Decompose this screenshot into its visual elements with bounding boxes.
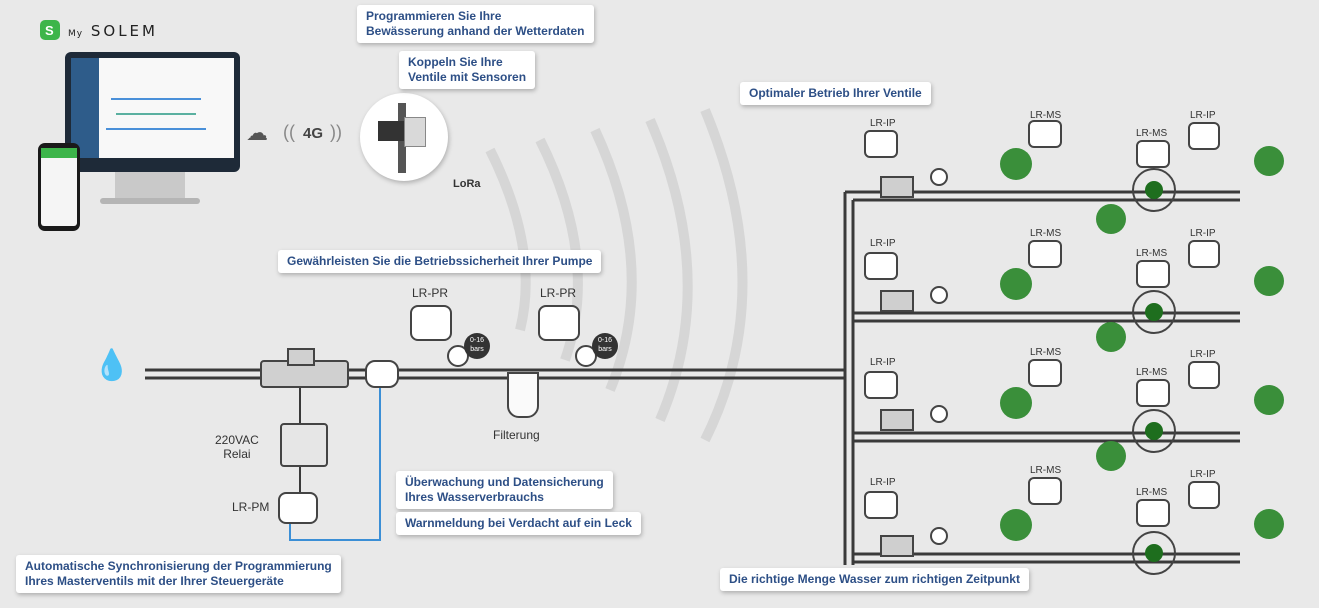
roundabout — [1132, 531, 1176, 575]
branch-row-1: LR-IP LR-MS LR-MS LR-IP — [860, 108, 1319, 234]
callout-pump: Gewährleisten Sie die Betriebssicherheit… — [278, 250, 602, 273]
lr-ip-device — [864, 130, 898, 158]
pressure-badge-1: 0-16 bars — [464, 333, 490, 359]
tree-icon-3 — [1096, 441, 1126, 471]
tree-icon-3 — [1096, 204, 1126, 234]
callout-sensors: Koppeln Sie Ihre Ventile mit Sensoren — [399, 51, 536, 89]
signal-left-icon: (( — [283, 122, 295, 142]
roundabout — [1132, 409, 1176, 453]
lr-ms-label: LR-MS — [1030, 110, 1062, 121]
lr-pr-label-2: LR-PR — [540, 286, 577, 300]
sensor-station — [360, 93, 448, 181]
lr-ip-label-2: LR-IP — [1190, 469, 1216, 480]
monitor-stand — [115, 172, 185, 200]
tree-icon-2 — [1254, 385, 1284, 415]
cloud-icon: ☁ — [246, 120, 268, 145]
flow-meter — [930, 286, 948, 304]
water-meter — [365, 360, 399, 388]
lr-ms-label-2: LR-MS — [1136, 367, 1168, 378]
lr-ms-label-2: LR-MS — [1136, 128, 1168, 139]
lora-label: LoRa — [453, 178, 481, 190]
network-label: 4G — [303, 125, 324, 142]
lr-ip-device-2 — [1188, 361, 1220, 389]
lr-ip-label: LR-IP — [870, 357, 896, 368]
lr-ip-device — [864, 491, 898, 519]
lr-ms-label: LR-MS — [1030, 347, 1062, 358]
lr-ip-label-2: LR-IP — [1190, 228, 1216, 239]
signal-right-icon: )) — [330, 122, 342, 142]
tree-icon-2 — [1254, 509, 1284, 539]
branch-row-4: LR-IP LR-MS LR-MS LR-IP — [860, 465, 1319, 575]
desktop-monitor — [65, 52, 240, 172]
lr-ms-device-2 — [1136, 140, 1170, 168]
lr-ms-device-2 — [1136, 260, 1170, 288]
lr-ip-device-2 — [1188, 122, 1220, 150]
lr-ms-device-2 — [1136, 499, 1170, 527]
flow-meter — [930, 405, 948, 423]
flow-meter — [930, 168, 948, 186]
relay-label: 220VAC Relai — [215, 433, 259, 461]
tree-icon — [1000, 509, 1032, 541]
lr-ip-label-2: LR-IP — [1190, 349, 1216, 360]
manifold — [843, 192, 855, 565]
lr-ms-device-2 — [1136, 379, 1170, 407]
filter-label: Filterung — [493, 428, 540, 442]
water-drop-icon: 💧 — [93, 349, 131, 382]
tree-icon — [1000, 148, 1032, 180]
brand-logo: My SOLEM — [68, 22, 158, 40]
lr-pr-label-1: LR-PR — [412, 286, 449, 300]
relay-box — [280, 423, 328, 467]
valve — [880, 290, 914, 312]
callout-leak: Warnmeldung bei Verdacht auf ein Leck — [396, 512, 641, 535]
smartphone — [38, 143, 80, 231]
callout-valves: Optimaler Betrieb Ihrer Ventile — [740, 82, 931, 105]
lr-ms-label: LR-MS — [1030, 228, 1062, 239]
lr-ms-device — [1028, 120, 1062, 148]
tree-icon-3 — [1096, 322, 1126, 352]
callout-sync: Automatische Synchronisierung der Progra… — [16, 555, 341, 593]
callout-amount: Die richtige Menge Wasser zum richtigen … — [720, 568, 1029, 591]
lr-ip-label-2: LR-IP — [1190, 110, 1216, 121]
lr-ms-label: LR-MS — [1030, 465, 1062, 476]
lr-ms-label-2: LR-MS — [1136, 487, 1168, 498]
lr-ip-label: LR-IP — [870, 238, 896, 249]
roundabout — [1132, 290, 1176, 334]
tree-icon — [1000, 268, 1032, 300]
main-pipe — [145, 368, 845, 380]
pressure-badge-2: 0-16 bars — [592, 333, 618, 359]
lr-pr-device-1 — [410, 305, 452, 341]
logo-icon: S — [40, 20, 60, 40]
lr-pm-label: LR-PM — [232, 500, 270, 514]
valve — [880, 409, 914, 431]
tree-icon-2 — [1254, 146, 1284, 176]
valve — [880, 535, 914, 557]
lr-ip-device — [864, 371, 898, 399]
lr-ip-label: LR-IP — [870, 477, 896, 488]
lr-ip-device — [864, 252, 898, 280]
branch-row-3: LR-IP LR-MS LR-MS LR-IP — [860, 345, 1319, 471]
tree-icon — [1000, 387, 1032, 419]
lr-ip-label: LR-IP — [870, 118, 896, 129]
lr-pr-device-2 — [538, 305, 580, 341]
sensor-wire — [289, 380, 381, 541]
callout-weather: Programmieren Sie Ihre Bewässerung anhan… — [357, 5, 594, 43]
lr-pm-device — [278, 492, 318, 524]
lr-ms-device — [1028, 359, 1062, 387]
lr-ms-label-2: LR-MS — [1136, 248, 1168, 259]
roundabout — [1132, 168, 1176, 212]
lr-ms-device — [1028, 477, 1062, 505]
tree-icon-2 — [1254, 266, 1284, 296]
filter-unit — [507, 372, 539, 418]
lr-ms-device — [1028, 240, 1062, 268]
lr-ip-device-2 — [1188, 240, 1220, 268]
flow-meter — [930, 527, 948, 545]
branch-row-2: LR-IP LR-MS LR-MS LR-IP — [860, 228, 1319, 352]
valve — [880, 176, 914, 198]
lr-ip-device-2 — [1188, 481, 1220, 509]
callout-monitor: Überwachung und Datensicherung Ihres Was… — [396, 471, 613, 509]
